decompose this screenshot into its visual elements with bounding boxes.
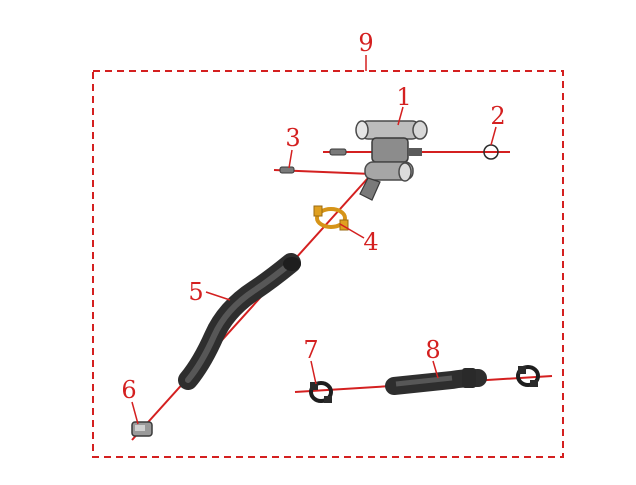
callout-6-leader [131,401,139,425]
assembly-boundary [92,70,564,458]
callout-2-leader [490,126,497,146]
right-clamp-part [516,365,540,387]
callout-3-leader [288,149,293,169]
callout-2: 2 [490,102,505,130]
long-hose-part [178,253,301,390]
orange-clamp-part [313,205,349,231]
thermostat-housing-part [355,120,428,201]
callout-4-leader [339,223,365,239]
small-clamp-part [131,421,153,437]
callout-7-leader [310,360,317,385]
callout-8-leader [432,360,439,379]
callout-5: 5 [188,278,203,306]
callout-1: 1 [396,83,411,111]
left-clamp-part [309,381,333,403]
short-hose-part [385,368,487,395]
callout-1-leader [397,106,404,126]
callout-4: 4 [363,228,378,256]
main-axis-line [131,177,369,441]
callout-8: 8 [425,336,440,364]
callout-5-leader [205,291,231,301]
callout-6: 6 [121,376,136,404]
callout-3: 3 [285,124,300,152]
callout-7: 7 [303,336,318,364]
bolt-part [279,148,347,174]
callout-9: 9 [358,29,373,57]
